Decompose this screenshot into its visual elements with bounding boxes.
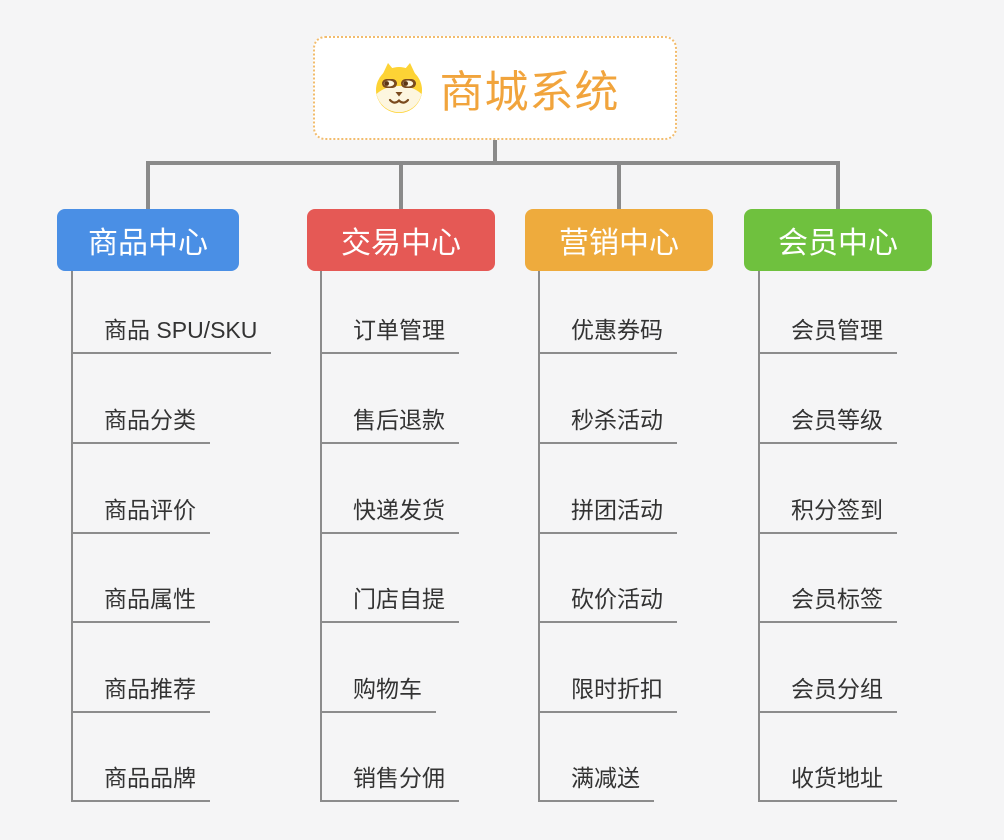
- trunk-product: [71, 271, 73, 802]
- leaf-member-tag[interactable]: 会员标签: [758, 586, 897, 623]
- leaf-product-brand[interactable]: 商品品牌: [71, 765, 210, 802]
- connector-drop-member: [836, 161, 840, 209]
- connector-drop-product: [146, 161, 150, 209]
- leaf-coupon-code[interactable]: 优惠券码: [538, 317, 677, 354]
- leaf-product-spu-sku[interactable]: 商品 SPU/SKU: [71, 317, 272, 354]
- dog-face-icon: [371, 62, 427, 114]
- leaf-shopping-cart[interactable]: 购物车: [320, 676, 436, 713]
- leaf-product-category[interactable]: 商品分类: [71, 407, 210, 444]
- leaf-member-group[interactable]: 会员分组: [758, 676, 897, 713]
- leaf-after-sale-refund[interactable]: 售后退款: [320, 407, 459, 444]
- branch-label: 营销中心: [559, 227, 679, 260]
- leaf-limited-time-discount[interactable]: 限时折扣: [538, 676, 677, 713]
- branch-marketing-center[interactable]: 营销中心: [525, 209, 713, 271]
- connector-drop-trade: [399, 161, 403, 209]
- leaf-member-level[interactable]: 会员等级: [758, 407, 897, 444]
- connector-bus: [146, 161, 840, 165]
- trunk-member: [758, 271, 760, 802]
- leaf-group-buy[interactable]: 拼团活动: [538, 497, 677, 534]
- connector-root-drop: [493, 140, 497, 165]
- leaf-express-delivery[interactable]: 快递发货: [320, 497, 459, 534]
- branch-member-center[interactable]: 会员中心: [744, 209, 932, 271]
- leaf-points-checkin[interactable]: 积分签到: [758, 497, 897, 534]
- connector-drop-marketing: [617, 161, 621, 209]
- leaf-member-management[interactable]: 会员管理: [758, 317, 897, 354]
- leaf-bargain-activity[interactable]: 砍价活动: [538, 586, 677, 623]
- branch-label: 会员中心: [778, 227, 898, 260]
- branch-trade-center[interactable]: 交易中心: [307, 209, 495, 271]
- leaf-product-review[interactable]: 商品评价: [71, 497, 210, 534]
- root-topic[interactable]: 商城系统: [313, 36, 677, 140]
- leaf-order-management[interactable]: 订单管理: [320, 317, 459, 354]
- trunk-trade: [320, 271, 322, 802]
- leaf-product-attribute[interactable]: 商品属性: [71, 586, 210, 623]
- leaf-store-pickup[interactable]: 门店自提: [320, 586, 459, 623]
- leaf-product-recommend[interactable]: 商品推荐: [71, 676, 210, 713]
- trunk-marketing: [538, 271, 540, 802]
- branch-label: 交易中心: [341, 227, 461, 260]
- branch-product-center[interactable]: 商品中心: [57, 209, 239, 271]
- root-topic-label: 商城系统: [439, 68, 620, 117]
- branch-label: 商品中心: [88, 227, 208, 260]
- leaf-flash-sale[interactable]: 秒杀活动: [538, 407, 677, 444]
- leaf-shipping-address[interactable]: 收货地址: [758, 765, 897, 802]
- leaf-sales-commission[interactable]: 销售分佣: [320, 765, 459, 802]
- leaf-full-reduction[interactable]: 满减送: [538, 765, 654, 802]
